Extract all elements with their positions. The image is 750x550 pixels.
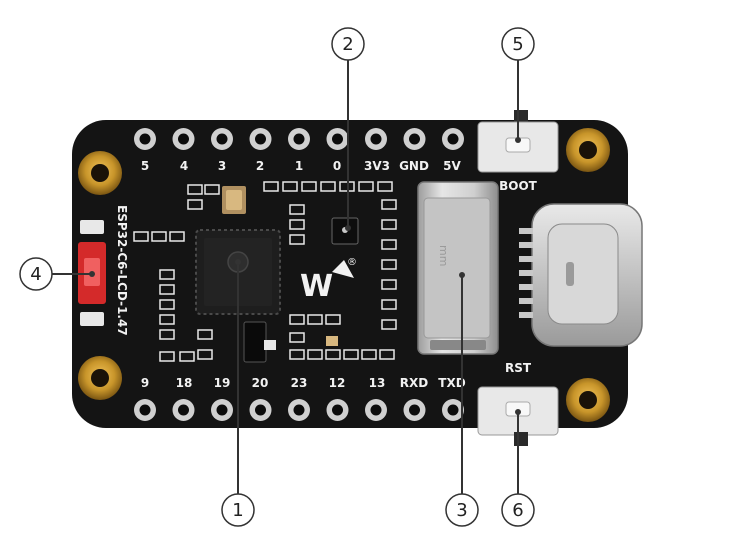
board-model-label: ESP32-C6-LCD-1.47 bbox=[115, 205, 129, 336]
top-pin-hole-center-6 bbox=[332, 133, 343, 145]
bottom-pin-hole-center-5 bbox=[293, 404, 305, 416]
sd-slot-text: mm bbox=[437, 245, 450, 266]
top-pin-hole-center-1 bbox=[139, 133, 151, 145]
top-pin-hole-center-7 bbox=[370, 133, 382, 145]
top-pin-hole-center-4 bbox=[255, 133, 266, 145]
pin-label-20: 20 bbox=[252, 376, 269, 390]
pin-label-12: 12 bbox=[329, 376, 346, 390]
crystal bbox=[222, 186, 246, 214]
microsd-slot: mm bbox=[417, 181, 499, 355]
pin-label-4: 4 bbox=[180, 159, 188, 173]
small-resistor bbox=[326, 336, 338, 346]
pin-label-rxd: RXD bbox=[400, 376, 428, 390]
mounting-holes bbox=[78, 128, 610, 422]
leader-lines bbox=[52, 60, 519, 495]
small-ic bbox=[331, 217, 359, 245]
callout-5: 5 bbox=[501, 27, 535, 61]
pin-label-0: 0 bbox=[333, 159, 341, 173]
callout-3: 3 bbox=[445, 493, 479, 527]
callout-6-number: 6 bbox=[512, 500, 523, 521]
bottom-pin-hole-center-4 bbox=[255, 404, 266, 416]
leader-dots bbox=[89, 137, 521, 415]
pin-label-23: 23 bbox=[291, 376, 308, 390]
pin-label-9: 9 bbox=[141, 376, 149, 390]
regulator bbox=[243, 321, 267, 363]
callout-2: 2 bbox=[331, 27, 365, 61]
top-pin-hole-center-5 bbox=[293, 133, 305, 145]
smd-components bbox=[133, 181, 397, 362]
callout-4-number: 4 bbox=[30, 264, 41, 285]
top-header-holes bbox=[134, 128, 464, 150]
pin-label-19: 19 bbox=[214, 376, 231, 390]
callout-1-number: 1 bbox=[232, 500, 243, 521]
top-pin-hole-center-9 bbox=[447, 133, 459, 145]
top-pin-hole-center-8 bbox=[409, 133, 420, 145]
small-capacitor bbox=[264, 340, 276, 350]
pin-label-13: 13 bbox=[369, 376, 386, 390]
bottom-pin-hole-center-1 bbox=[139, 404, 151, 416]
callout-1: 1 bbox=[221, 493, 255, 527]
brand-logo-registered: ® bbox=[347, 257, 357, 268]
pin-label-3v3: 3V3 bbox=[364, 159, 390, 173]
callout-3-number: 3 bbox=[456, 500, 467, 521]
boot-label: BOOT bbox=[499, 179, 538, 193]
bottom-pin-hole-center-6 bbox=[332, 404, 343, 416]
bottom-pin-hole-center-8 bbox=[409, 404, 420, 416]
pin-label-3: 3 bbox=[218, 159, 226, 173]
bottom-pin-hole-center-9 bbox=[447, 404, 459, 416]
callout-4: 4 bbox=[19, 257, 53, 291]
bottom-pin-hole-center-3 bbox=[216, 404, 228, 416]
top-pin-hole-center-2 bbox=[178, 133, 189, 145]
pin-label-gnd: GND bbox=[399, 159, 429, 173]
bottom-pin-hole-center-7 bbox=[370, 404, 382, 416]
brand-logo: W ® bbox=[300, 257, 357, 304]
top-pin-labels: 5 4 3 2 1 0 3V3 GND 5V bbox=[141, 159, 462, 173]
pin-label-18: 18 bbox=[176, 376, 193, 390]
callout-6: 6 bbox=[501, 493, 535, 527]
pin-label-5v: 5V bbox=[443, 159, 461, 173]
top-pin-hole-center-3 bbox=[216, 133, 228, 145]
bottom-pin-labels: 9 18 19 20 23 12 13 RXD TXD bbox=[141, 376, 466, 390]
bottom-pin-hole-center-2 bbox=[178, 404, 189, 416]
rst-label: RST bbox=[505, 361, 532, 375]
bottom-header-holes bbox=[134, 399, 464, 421]
pin-label-2: 2 bbox=[256, 159, 264, 173]
usb-c-connector bbox=[519, 203, 643, 347]
pin-label-txd: TXD bbox=[438, 376, 465, 390]
brand-logo-mark: W bbox=[300, 269, 333, 304]
callout-2-number: 2 bbox=[342, 34, 353, 55]
pin-label-1: 1 bbox=[295, 159, 303, 173]
callout-5-number: 5 bbox=[512, 34, 523, 55]
pin-label-5: 5 bbox=[141, 159, 149, 173]
